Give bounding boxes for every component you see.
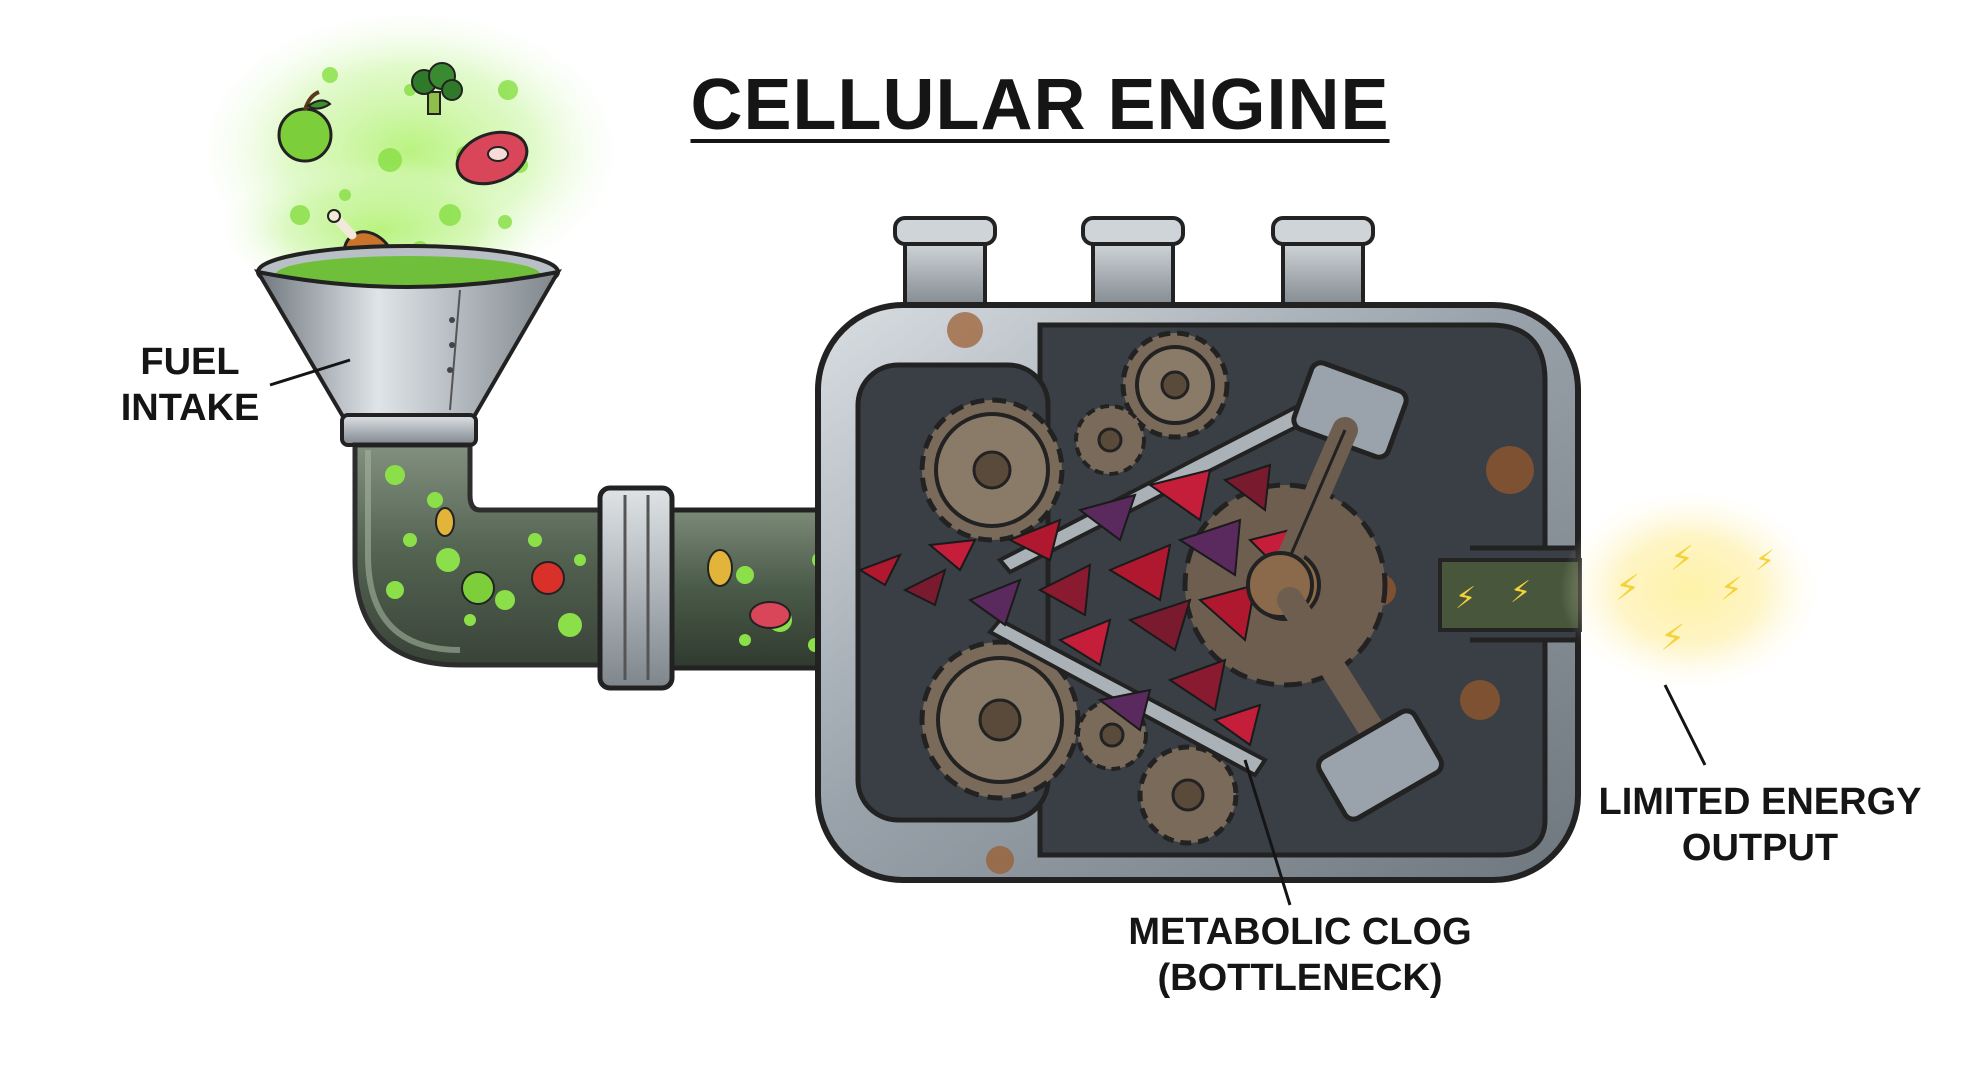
piston-icon xyxy=(1246,360,1444,822)
energy-output-label-line-2: OUTPUT xyxy=(1681,826,1839,869)
steak-icon xyxy=(455,130,529,186)
svg-text:⚡: ⚡ xyxy=(1660,618,1685,659)
fuel-pipe xyxy=(352,442,618,668)
metabolic-clog-label: METABOLIC CLOG (BOTTLENECK) xyxy=(1120,910,1480,1001)
svg-text:⚡: ⚡ xyxy=(1510,575,1531,610)
fuel-intake-label-line-2: INTAKE xyxy=(120,386,260,429)
gear-icon xyxy=(1120,330,1230,440)
fuel-intake-label-line-1: FUEL xyxy=(140,341,240,383)
diagram-title: CELLULAR ENGINE xyxy=(690,65,1390,145)
metabolic-clog-label-line-2: (BOTTLENECK) xyxy=(1157,956,1443,999)
energy-output-label-line-1: LIMITED ENERGY xyxy=(1598,781,1922,823)
svg-text:⚡: ⚡ xyxy=(1670,539,1694,579)
metabolic-clog xyxy=(857,463,1292,747)
lightning-bolt-icon: ⚡ ⚡ ⚡ ⚡ ⚡ xyxy=(1615,539,1775,659)
pipe-food-icons xyxy=(435,507,565,605)
svg-text:⚡: ⚡ xyxy=(1615,568,1640,609)
fuel-intake-label: FUEL INTAKE xyxy=(100,340,280,431)
energy-output-glow xyxy=(1560,490,1820,690)
metabolic-clog-leader xyxy=(1243,759,1292,906)
apple-icon xyxy=(277,90,333,163)
gear-icon xyxy=(919,639,1081,801)
svg-text:⚡: ⚡ xyxy=(1755,544,1775,577)
pipe-fuel-particles xyxy=(385,465,586,637)
fuel-intake-leader xyxy=(269,358,351,387)
fuel-funnel xyxy=(254,244,562,447)
energy-output-label: LIMITED ENERGY OUTPUT xyxy=(1580,780,1940,871)
pipe-coupling xyxy=(597,485,675,691)
gear-icon xyxy=(1137,744,1239,846)
gear-icon xyxy=(919,397,1065,543)
metabolic-clog-label-line-1: METABOLIC CLOG xyxy=(1128,911,1472,953)
energy-output-leader xyxy=(1663,684,1707,766)
gear-icon xyxy=(1074,404,1146,476)
exhaust-channel: ⚡ ⚡ xyxy=(1438,558,1582,632)
svg-text:⚡: ⚡ xyxy=(1720,570,1742,608)
broccoli-icon xyxy=(411,62,463,115)
svg-text:⚡: ⚡ xyxy=(1455,581,1476,616)
